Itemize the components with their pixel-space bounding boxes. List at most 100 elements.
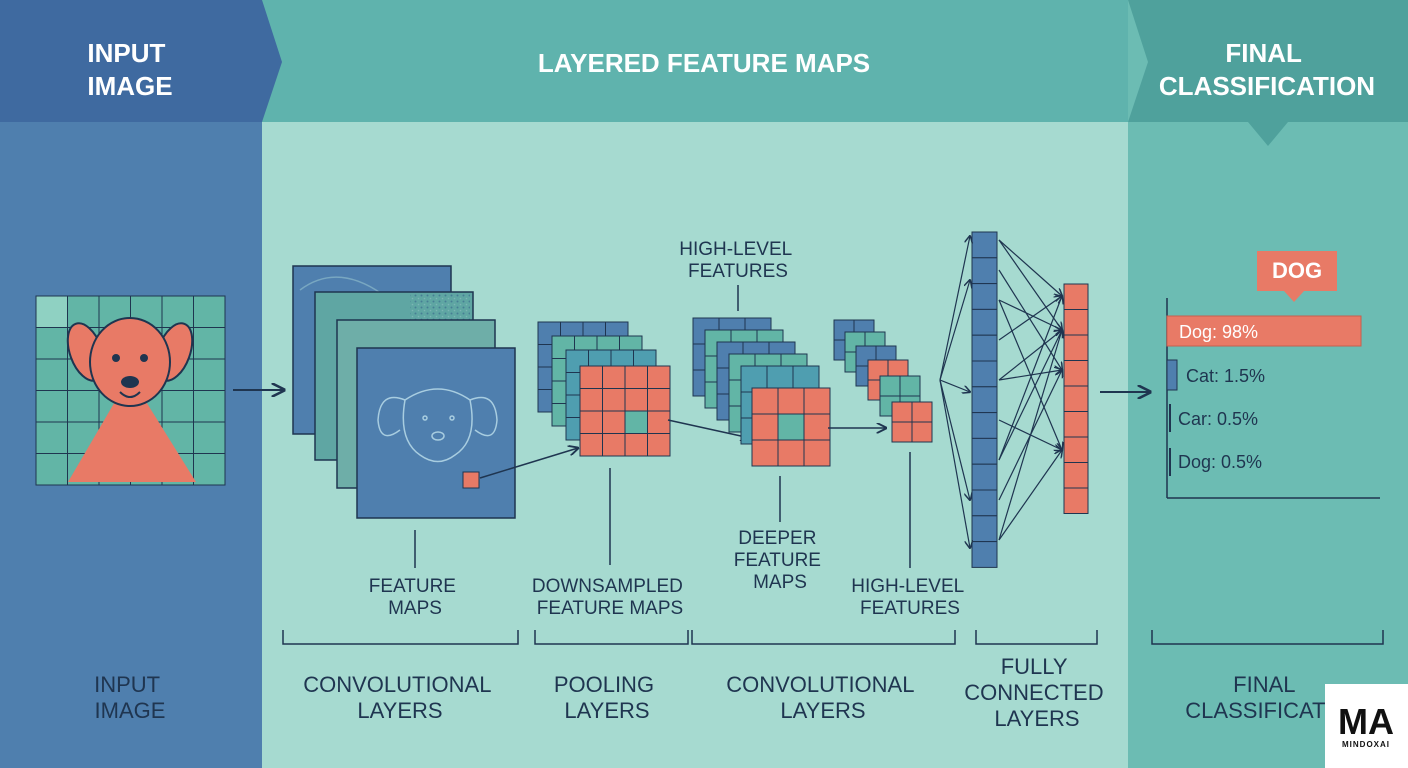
high-map-cell (879, 375, 901, 397)
input-grid-cell (193, 295, 226, 328)
pool-map-cell (579, 388, 603, 412)
deep-map-cell (777, 387, 805, 415)
fc-neuron-blue (971, 541, 998, 568)
input-grid-cell (35, 327, 68, 360)
fc-neuron-red (1063, 436, 1089, 463)
fc-neuron-red (1063, 487, 1089, 514)
pool-map-cell (624, 365, 648, 389)
pool-map-cell (647, 365, 671, 389)
middle-header-title: LAYERED FEATURE MAPS (538, 48, 870, 78)
input-grid-cell (193, 390, 226, 423)
classification-chart: DOG Dog: 98% Cat: 1.5% Car: 0.5% Dog: 0.… (1166, 251, 1380, 499)
feature-maps-stack (292, 265, 516, 519)
final-header-title: FINAL CLASSIFICATION (1159, 38, 1375, 101)
input-header-band (0, 0, 282, 122)
label-feature-maps: FEATURE MAPS (369, 576, 462, 619)
dog-icon (66, 317, 196, 482)
pool-map-cell (602, 410, 626, 434)
input-grid-cell (67, 295, 100, 328)
fc-neuron-blue (971, 489, 998, 517)
fc-neuron-blue (971, 463, 998, 491)
pool-map-cell (602, 388, 626, 412)
fully-connected-layer (939, 231, 1089, 568)
connection-line (939, 280, 970, 381)
input-grid-cell (35, 390, 68, 423)
input-header-title: INPUT IMAGE (87, 38, 172, 101)
mindoxai-logo: MA MINDOXAI (1325, 684, 1408, 768)
connection-line (998, 239, 1062, 330)
high-map-cell (891, 401, 913, 423)
input-grid-cell (35, 295, 68, 328)
connection-line (998, 269, 1062, 370)
fc-neuron-blue (971, 386, 998, 414)
result-label-1: Dog: 98% (1179, 322, 1258, 342)
input-grid-cell (35, 453, 68, 486)
pool-map-cell (624, 388, 648, 412)
deep-map-cell (803, 439, 831, 467)
fc-neuron-red (1063, 283, 1089, 310)
fc-neuron-blue (971, 360, 998, 388)
high-level-feature-maps (833, 319, 933, 443)
deep-map-cell (751, 387, 779, 415)
input-grid-cell (193, 453, 226, 486)
stage-pool: POOLING LAYERS (554, 672, 660, 723)
fc-neuron-red (1063, 334, 1089, 361)
svg-text:MINDOXAI: MINDOXAI (1342, 740, 1390, 749)
high-map-cell (891, 421, 913, 443)
fc-neuron-red (1063, 411, 1089, 438)
label-deeper: DEEPER FEATURE MAPS (734, 528, 827, 593)
label-high-level-top: HIGH-LEVEL FEATURES (679, 239, 797, 282)
result-bar-1 (1166, 315, 1362, 347)
pool-map-cell (602, 433, 626, 457)
svg-text:MA: MA (1338, 701, 1394, 742)
connection-line (939, 379, 970, 500)
input-grid-cell (67, 390, 100, 423)
input-grid-cell (193, 421, 226, 454)
fc-neuron-red (1063, 462, 1089, 489)
fc-neuron-blue (971, 308, 998, 336)
stage-conv1: CONVOLUTIONAL LAYERS (303, 672, 497, 723)
pool-map-cell (647, 433, 671, 457)
pool-map-cell (579, 410, 603, 434)
connection-line (998, 450, 1062, 541)
deep-map-cell (803, 387, 831, 415)
fc-neuron-blue (971, 334, 998, 362)
fc-neuron-red (1063, 360, 1089, 387)
connection-line (998, 239, 1062, 296)
stage-input: INPUT IMAGE (94, 672, 166, 723)
fc-neuron-blue (971, 515, 998, 543)
connection-line (998, 330, 1062, 541)
deep-map-cell (777, 439, 805, 467)
connection-line (998, 370, 1062, 381)
input-grid-cell (161, 295, 194, 328)
stage-fc: FULLY CONNECTED LAYERS (964, 654, 1109, 731)
deep-map-cell (751, 439, 779, 467)
pool-map-cell (579, 365, 603, 389)
pool-map-cell (624, 410, 648, 434)
fc-neuron-blue (971, 437, 998, 465)
dog-callout (1257, 251, 1337, 291)
input-grid-cell (35, 421, 68, 454)
pool-map-cell (624, 433, 648, 457)
connection-line (939, 379, 970, 548)
fc-neuron-blue (971, 257, 998, 285)
section-brackets (282, 630, 1384, 645)
input-grid-cell (193, 358, 226, 391)
high-map-cell (911, 421, 933, 443)
result-label-3: Car: 0.5% (1178, 409, 1258, 429)
final-header-band (1128, 0, 1408, 146)
pooling-feature-maps (537, 321, 671, 457)
connection-line (998, 330, 1062, 461)
input-grid-cell (35, 358, 68, 391)
connection-line (998, 296, 1062, 341)
deep-map-cell (803, 413, 831, 441)
stage-final: FINAL CLASSIFICATIO (1185, 672, 1348, 723)
input-grid-cell (161, 390, 194, 423)
pool-map-cell (647, 410, 671, 434)
result-bar-2 (1166, 359, 1178, 391)
dog-outline-icon (377, 388, 498, 463)
input-grid-cell (193, 327, 226, 360)
pool-map-cell (579, 433, 603, 457)
connection-line (939, 236, 970, 381)
